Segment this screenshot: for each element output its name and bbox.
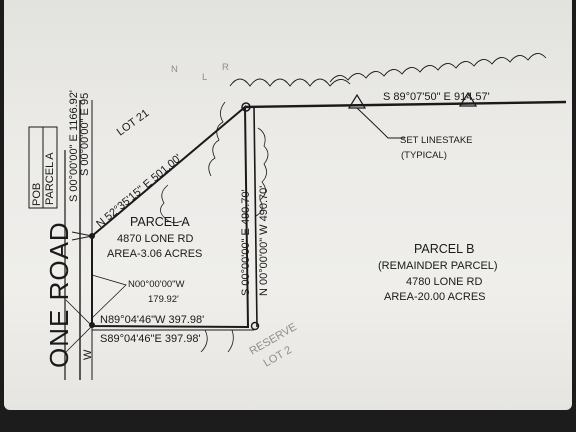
pob-label: POB (31, 183, 43, 206)
vertical-bearing-left: S 00°00'00" E 490.70' (240, 189, 252, 296)
small-distance: 179.92' (148, 294, 179, 305)
treeline-scallops-6 (200, 329, 234, 353)
parcel-a-area: AREA-3.06 ACRES (107, 248, 202, 260)
parcel-b-address: 4780 LONE RD (406, 276, 482, 288)
linestake-label: SET LINESTAKE (400, 135, 473, 146)
bottom-bearing-north: N89°04'46"W 397.98' (100, 314, 204, 326)
top-faded-3: R (222, 62, 229, 73)
parcel-a-tag-inner (42, 126, 58, 209)
plat-sheet (4, 0, 572, 410)
treeline-scallops-3 (208, 101, 226, 177)
road-name: ONE ROAD (44, 221, 74, 368)
road-w-label: W (82, 349, 94, 360)
small-bearing: N00°00'00"W (128, 279, 185, 290)
west-bearing-1: S 00°00'00" E 1166.92' (68, 90, 80, 202)
treeline-scallops-2 (329, 53, 547, 83)
pob-monument (89, 233, 95, 239)
vertical-bearing-right: N 00°00'00" W 490.70' (258, 186, 270, 296)
east-line-of-parcel-a (253, 106, 258, 328)
lot-21-label: LOT 21 (115, 107, 152, 138)
linestake-leader (356, 107, 405, 139)
linestake-triangle-2 (458, 91, 478, 107)
linestake-typical: (TYPICAL) (401, 150, 447, 161)
parcel-a-boundary (91, 104, 250, 329)
west-bearing-2: S 00°00'00" E 95 (79, 93, 91, 176)
ne-monument (241, 102, 251, 112)
bottom-bearing-south: S89°04'46"E 397.98' (100, 333, 201, 345)
parcel-a-address: 4870 LONE RD (117, 233, 193, 245)
top-faded-2: L (202, 72, 207, 83)
parcel-a-tag-label: PARCEL A (44, 152, 56, 205)
treeline-scallops-1 (229, 78, 351, 87)
parcel-b-subtitle: (REMAINDER PARCEL) (378, 260, 498, 272)
treeline-scallops-5 (255, 127, 269, 217)
leader-lines (91, 274, 127, 319)
parcel-b-title: PARCEL B (414, 242, 474, 256)
north-boundary-line (244, 100, 567, 109)
parcel-b-area: AREA-20.00 ACRES (384, 291, 486, 303)
top-faded-1: N (171, 64, 178, 75)
treeline-scallops-4 (160, 184, 183, 223)
parcel-a-title: PARCEL A (130, 215, 190, 229)
se-monument (250, 321, 260, 331)
sw-monument (89, 322, 95, 328)
north-bearing: S 89°07'50" E 914.57' (383, 91, 490, 103)
